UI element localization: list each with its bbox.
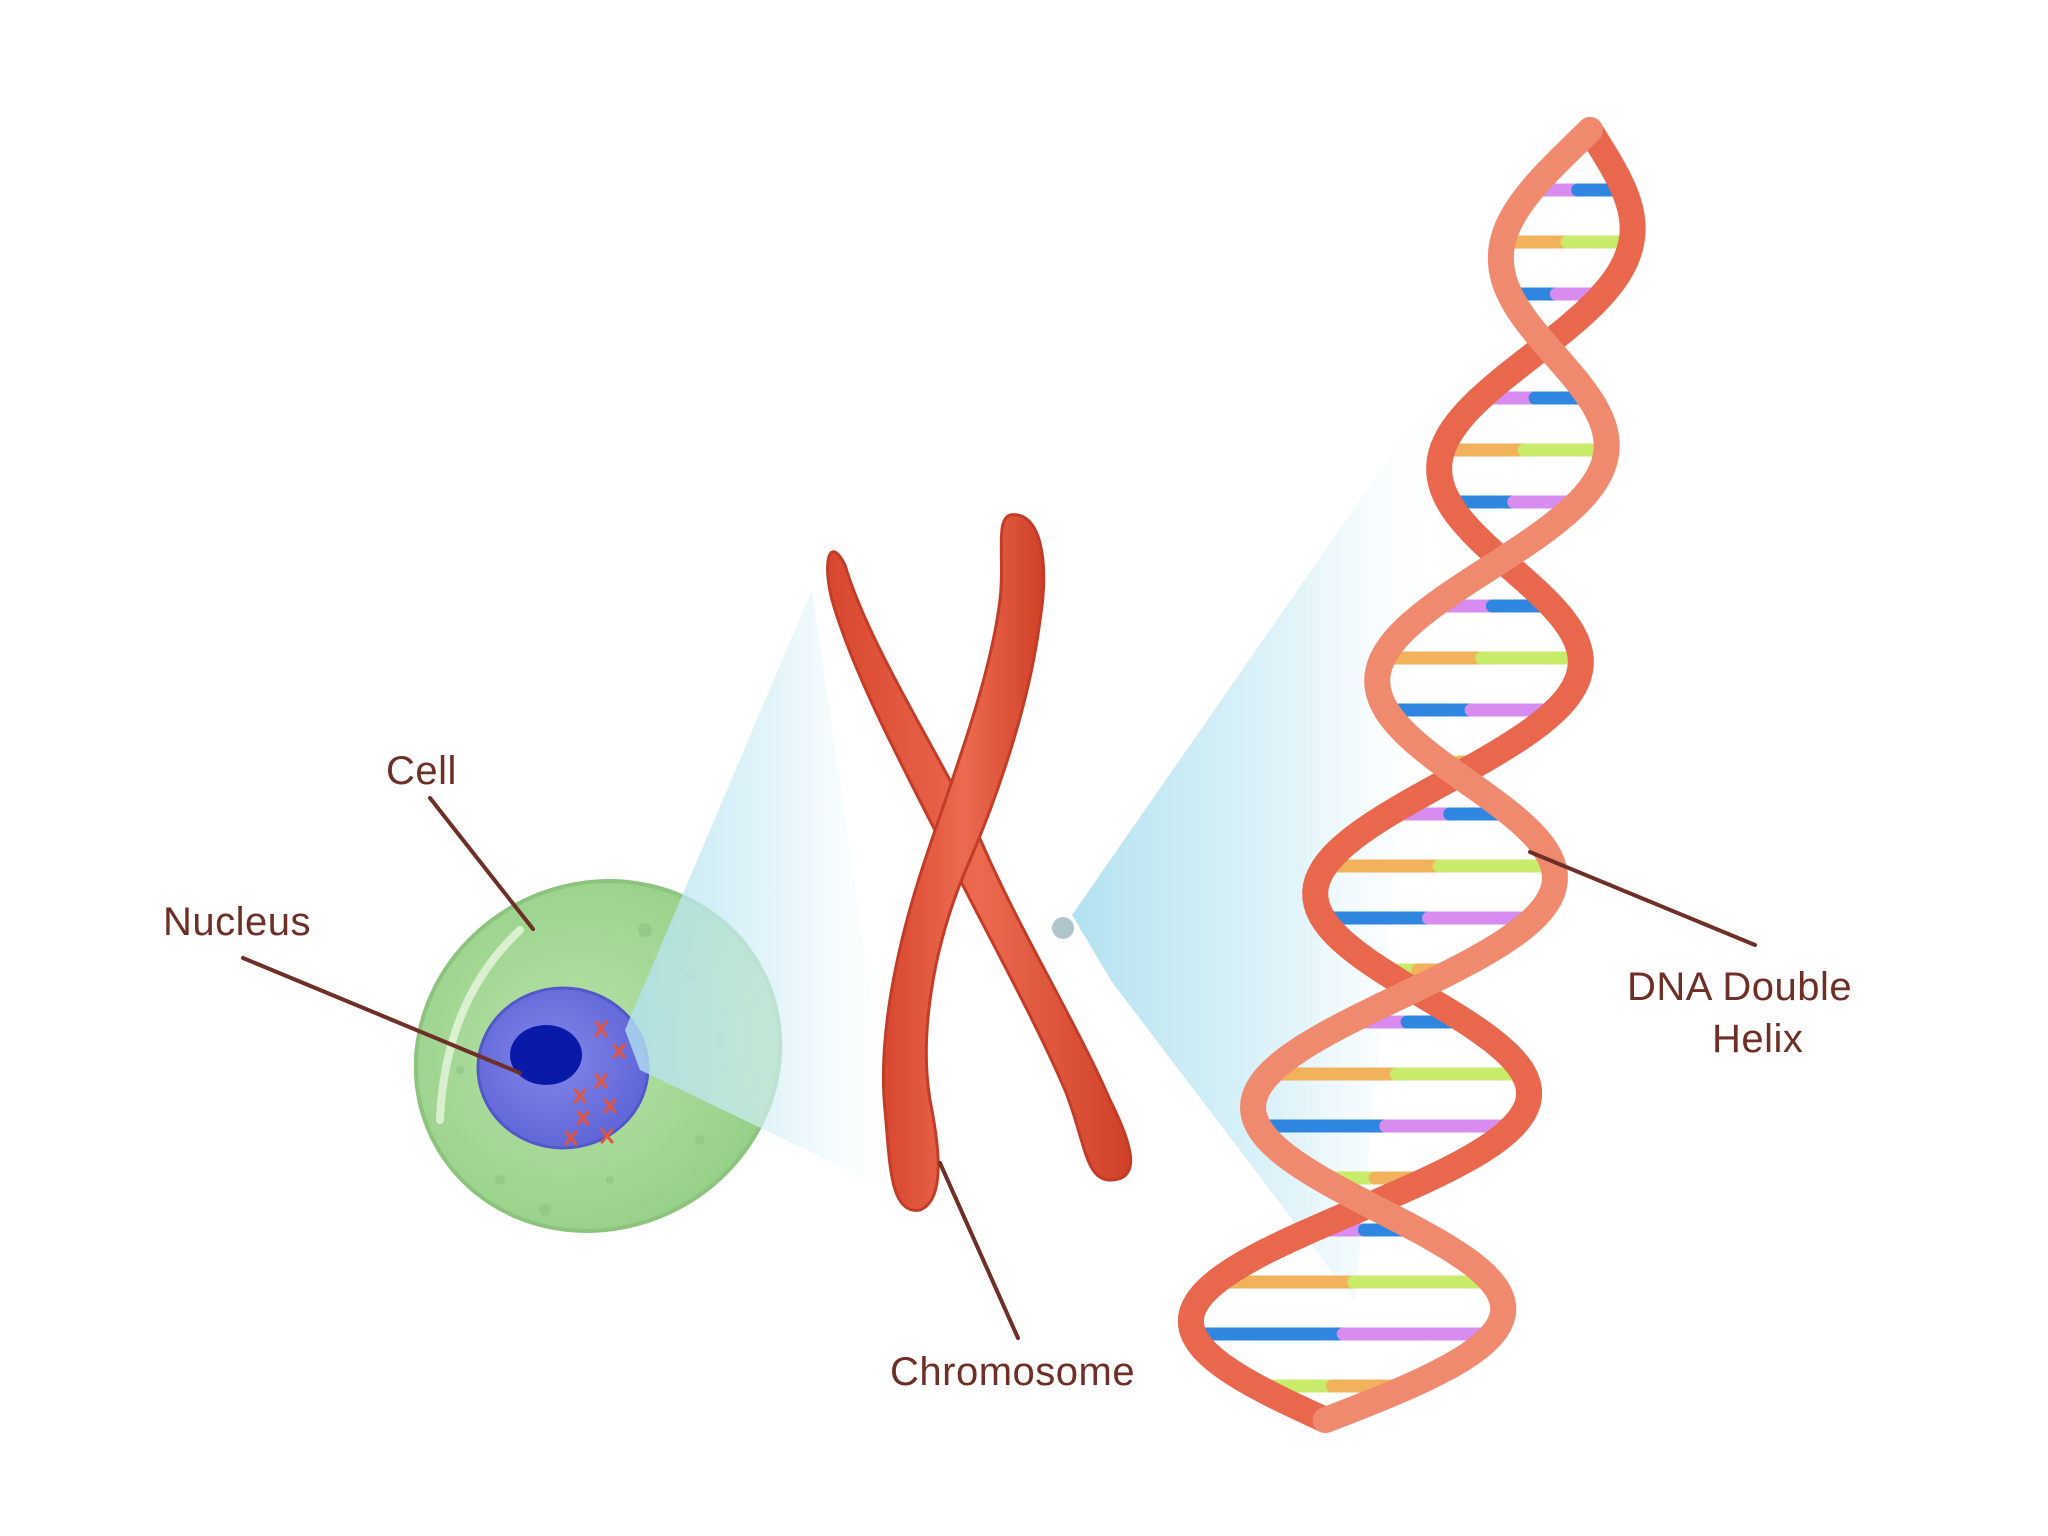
dna-leader-line (1528, 850, 1757, 947)
chromosome-leader-line (938, 1161, 1020, 1340)
cell-leader-line (428, 796, 535, 931)
chromosome-marker (1052, 917, 1074, 939)
dna-double-helix (1177, 117, 1646, 1433)
cell-label: Cell (386, 749, 457, 793)
nucleus-leader-line (241, 956, 522, 1075)
nucleus-chromosomes (564, 1020, 626, 1146)
chromosome-arm-1 (826, 550, 1133, 1182)
zoom-beam-nucleus-to-chromosome (625, 590, 900, 1195)
cell-granules (456, 923, 726, 1216)
dna-label-line-1: DNA Double (1627, 965, 1852, 1009)
chromosome-label: Chromosome (890, 1350, 1135, 1394)
cell-highlight (436, 926, 524, 1124)
nucleus-label: Nucleus (163, 900, 311, 944)
dna-backbone-strand-b (1239, 117, 1620, 1433)
chromosome (826, 513, 1133, 1212)
chromosome-arm-2 (881, 513, 1046, 1212)
dna-label-line-2: Helix (1712, 1017, 1803, 1061)
nucleolus (510, 1025, 582, 1085)
